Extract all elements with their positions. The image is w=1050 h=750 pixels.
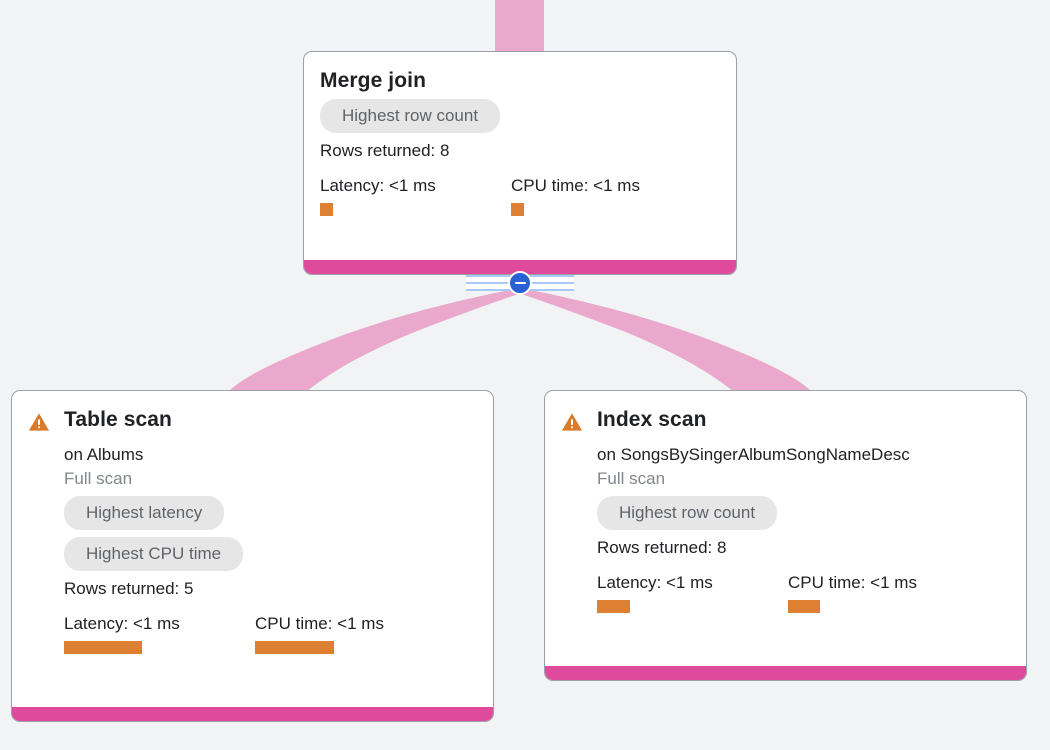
node-index-scan[interactable]: Index scan on SongsBySingerAlbumSongName… xyxy=(544,390,1027,681)
node-title: Table scan xyxy=(64,408,172,431)
node-subtitle: on SongsBySingerAlbumSongNameDesc xyxy=(597,445,910,464)
node-index-scan-body: Index scan on SongsBySingerAlbumSongName… xyxy=(545,391,1026,666)
node-title: Index scan xyxy=(597,408,707,431)
chip-highest-row-count[interactable]: Highest row count xyxy=(597,496,778,530)
rows-returned-label: Rows returned: 8 xyxy=(320,141,450,160)
node-table-scan[interactable]: Table scan on Albums Full scan Highest l… xyxy=(11,390,494,722)
node-subtitle: on Albums xyxy=(64,445,144,464)
node-table-scan-body: Table scan on Albums Full scan Highest l… xyxy=(12,391,493,707)
collapse-toggle[interactable] xyxy=(466,271,574,295)
node-index-scan-details: on SongsBySingerAlbumSongNameDesc Full s… xyxy=(561,443,1010,613)
warning-triangle-icon xyxy=(561,413,583,431)
edge-incoming-stub xyxy=(495,0,544,53)
node-accent-bar xyxy=(12,707,493,721)
chip-highest-row-count[interactable]: Highest row count xyxy=(320,99,501,133)
node-index-scan-metrics: Latency: <1 ms CPU time: <1 ms xyxy=(597,573,1010,613)
edge-merge-to-index-scan xyxy=(515,288,812,392)
metric-cpu-time-label: CPU time: <1 ms xyxy=(511,176,640,195)
chip-highest-cpu-time[interactable]: Highest CPU time xyxy=(64,537,244,571)
node-accent-bar xyxy=(545,666,1026,680)
metric-cpu-time: CPU time: <1 ms xyxy=(511,176,640,216)
edge-merge-to-table-scan xyxy=(228,288,525,392)
metric-latency-label: Latency: <1 ms xyxy=(320,176,436,195)
node-merge-join[interactable]: Merge join Highest row count Rows return… xyxy=(303,51,737,275)
metric-latency-bar xyxy=(597,600,630,613)
metric-cpu-time: CPU time: <1 ms xyxy=(255,614,384,654)
node-index-scan-chips: Highest row count xyxy=(597,496,1010,530)
node-table-scan-details: on Albums Full scan Highest latency High… xyxy=(28,443,477,654)
node-scan-type: Full scan xyxy=(64,469,133,488)
node-table-scan-chips: Highest latency Highest CPU time xyxy=(64,496,477,571)
metric-latency: Latency: <1 ms xyxy=(597,573,788,613)
metric-latency: Latency: <1 ms xyxy=(320,176,511,216)
metric-cpu-time-label: CPU time: <1 ms xyxy=(255,614,384,633)
node-index-scan-header: Index scan xyxy=(561,407,1010,433)
metric-cpu-time-bar xyxy=(788,600,820,613)
chip-highest-latency[interactable]: Highest latency xyxy=(64,496,225,530)
node-title: Merge join xyxy=(320,69,427,92)
metric-latency-label: Latency: <1 ms xyxy=(597,573,713,592)
metric-cpu-time-bar xyxy=(511,203,524,216)
metric-cpu-time-bar xyxy=(255,641,334,654)
node-merge-join-body: Merge join Highest row count Rows return… xyxy=(304,52,736,260)
metric-cpu-time-label: CPU time: <1 ms xyxy=(788,573,917,592)
metric-latency: Latency: <1 ms xyxy=(64,614,255,654)
metric-latency-bar xyxy=(64,641,142,654)
node-scan-type: Full scan xyxy=(597,469,666,488)
minus-icon xyxy=(514,282,526,284)
node-accent-bar xyxy=(304,260,736,274)
metric-cpu-time: CPU time: <1 ms xyxy=(788,573,917,613)
node-merge-join-chips: Highest row count xyxy=(320,99,720,133)
metric-latency-label: Latency: <1 ms xyxy=(64,614,180,633)
node-table-scan-header: Table scan xyxy=(28,407,477,433)
metric-latency-bar xyxy=(320,203,333,216)
node-merge-join-metrics: Latency: <1 ms CPU time: <1 ms xyxy=(320,176,720,216)
node-merge-join-header: Merge join xyxy=(320,68,720,93)
rows-returned-label: Rows returned: 8 xyxy=(597,538,727,557)
node-table-scan-metrics: Latency: <1 ms CPU time: <1 ms xyxy=(64,614,477,654)
collapse-button[interactable] xyxy=(508,271,532,295)
warning-triangle-icon xyxy=(28,413,50,431)
rows-returned-label: Rows returned: 5 xyxy=(64,579,194,598)
